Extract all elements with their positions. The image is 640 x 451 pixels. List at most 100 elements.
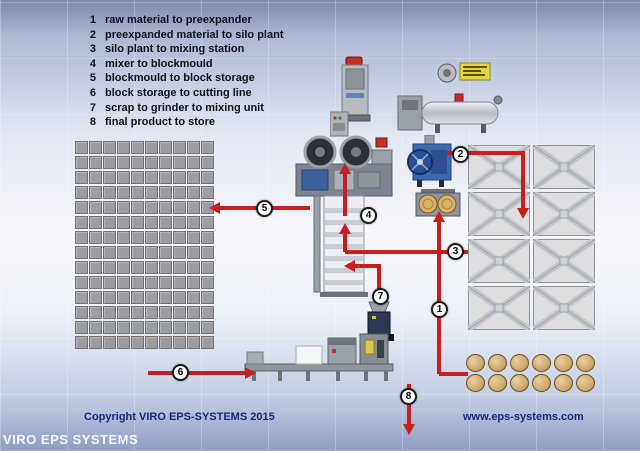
- storage-block: [145, 261, 158, 274]
- storage-block: [89, 201, 102, 214]
- storage-block: [187, 201, 200, 214]
- storage-block: [89, 186, 102, 199]
- storage-block: [131, 336, 144, 349]
- arrow-head-left-icon: [209, 202, 220, 214]
- storage-block: [201, 321, 214, 334]
- storage-block: [173, 156, 186, 169]
- storage-block: [89, 306, 102, 319]
- storage-block: [89, 321, 102, 334]
- legend-number: 2: [89, 28, 96, 41]
- storage-block: [103, 186, 116, 199]
- storage-block: [117, 261, 130, 274]
- raw-material-drums: [466, 354, 597, 393]
- storage-block: [159, 291, 172, 304]
- raw-material-drum: [488, 354, 507, 372]
- storage-block: [103, 216, 116, 229]
- silo-top: [532, 284, 596, 332]
- storage-block: [89, 231, 102, 244]
- arrow-line: [345, 250, 468, 254]
- silo-top: [532, 237, 596, 285]
- storage-block: [75, 261, 88, 274]
- storage-block: [131, 216, 144, 229]
- storage-block: [103, 201, 116, 214]
- storage-block: [117, 336, 130, 349]
- storage-block: [187, 261, 200, 274]
- storage-block: [103, 231, 116, 244]
- storage-block: [75, 216, 88, 229]
- arrow-line: [439, 372, 468, 376]
- storage-block: [75, 201, 88, 214]
- flow-marker-7: 7: [372, 288, 389, 305]
- flow-marker-3: 3: [447, 243, 464, 260]
- storage-block: [159, 156, 172, 169]
- storage-block: [117, 156, 130, 169]
- storage-block: [201, 261, 214, 274]
- storage-block: [173, 171, 186, 184]
- flow-marker-4: 4: [360, 207, 377, 224]
- storage-block: [103, 291, 116, 304]
- legend-number: 3: [89, 43, 96, 56]
- storage-block: [173, 261, 186, 274]
- storage-block: [89, 171, 102, 184]
- storage-block: [187, 246, 200, 259]
- storage-block: [103, 336, 116, 349]
- storage-block: [131, 186, 144, 199]
- arrow-line: [355, 264, 381, 268]
- storage-block: [75, 231, 88, 244]
- legend-label: raw material to preexpander: [105, 14, 252, 26]
- storage-block: [159, 306, 172, 319]
- storage-block: [173, 306, 186, 319]
- storage-block: [145, 156, 158, 169]
- mixer-illustration: [407, 135, 452, 187]
- storage-block: [201, 336, 214, 349]
- raw-material-drum: [576, 374, 595, 392]
- storage-block: [187, 141, 200, 154]
- storage-block: [159, 336, 172, 349]
- storage-block: [173, 246, 186, 259]
- storage-block: [145, 171, 158, 184]
- storage-block: [187, 171, 200, 184]
- storage-block: [117, 246, 130, 259]
- storage-block: [173, 276, 186, 289]
- storage-block: [89, 246, 102, 259]
- website-link[interactable]: www.eps-systems.com: [463, 411, 584, 423]
- storage-block: [187, 231, 200, 244]
- storage-block: [103, 261, 116, 274]
- storage-block: [75, 336, 88, 349]
- storage-block: [131, 231, 144, 244]
- storage-block: [131, 141, 144, 154]
- storage-block: [173, 336, 186, 349]
- raw-material-drum: [466, 354, 485, 372]
- storage-block: [103, 246, 116, 259]
- storage-block: [159, 216, 172, 229]
- storage-block: [75, 246, 88, 259]
- legend-number: 5: [89, 72, 96, 85]
- storage-block: [159, 186, 172, 199]
- storage-block: [103, 321, 116, 334]
- legend-label: blockmould to block storage: [105, 72, 255, 85]
- raw-material-drum: [576, 354, 595, 372]
- storage-block: [201, 231, 214, 244]
- storage-block: [75, 171, 88, 184]
- raw-material-drum: [510, 374, 529, 392]
- watermark-text: VIRO EPS SYSTEMS: [3, 432, 139, 447]
- storage-block: [173, 321, 186, 334]
- arrow-head-up-icon: [339, 163, 351, 174]
- pressure-vessel-illustration: [397, 93, 503, 133]
- storage-block: [159, 276, 172, 289]
- storage-block: [159, 321, 172, 334]
- storage-block: [75, 306, 88, 319]
- flow-marker-6: 6: [172, 364, 189, 381]
- raw-material-drum: [488, 374, 507, 392]
- storage-block: [103, 141, 116, 154]
- arrow-line: [377, 266, 381, 302]
- copyright-text: Copyright VIRO EPS-SYSTEMS 2015: [84, 411, 275, 423]
- storage-block: [131, 306, 144, 319]
